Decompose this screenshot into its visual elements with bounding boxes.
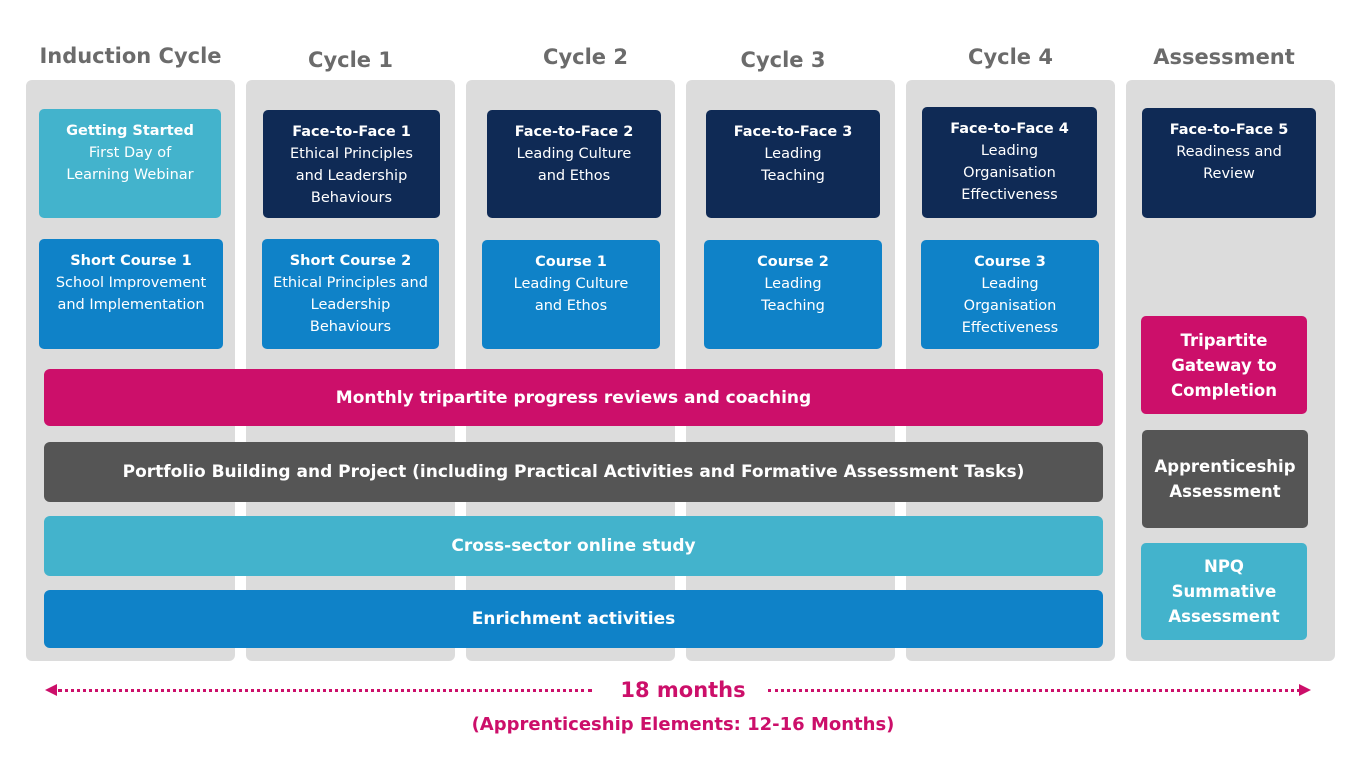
getting-started-line-2: Learning Webinar	[66, 167, 194, 183]
face-to-face-3-line-2: Teaching	[761, 168, 825, 184]
face-to-face-1-box: Face-to-Face 1 Ethical Principles and Le…	[263, 110, 440, 218]
tripartite-line-1: Tripartite	[1180, 330, 1268, 350]
column-heading-cycle-1: Cycle 1	[308, 48, 393, 72]
getting-started-box: Getting Started First Day of Learning We…	[39, 109, 221, 218]
column-heading-cycle-4: Cycle 4	[968, 45, 1053, 69]
timeline-right-dotted-line	[768, 689, 1300, 692]
course-3-title: Course 3	[974, 254, 1046, 270]
face-to-face-4-line-1: Leading	[980, 143, 1039, 159]
duration-label: 18 months	[620, 678, 746, 702]
short-course-2-line-1: Ethical Principles and	[273, 275, 428, 291]
face-to-face-1-line-1: Ethical Principles	[290, 146, 413, 162]
course-3-line-3: Effectiveness	[961, 320, 1059, 336]
face-to-face-5-line-1: Readiness and	[1176, 144, 1282, 160]
face-to-face-4-title: Face-to-Face 4	[950, 121, 1069, 137]
face-to-face-4-box: Face-to-Face 4 Leading Organisation Effe…	[922, 107, 1097, 218]
monthly-reviews-bar: Monthly tripartite progress reviews and …	[44, 369, 1103, 426]
face-to-face-4-line-2: Organisation	[963, 165, 1056, 181]
tripartite-line-2: Gateway to	[1171, 355, 1277, 375]
right-arrow-icon	[1299, 684, 1311, 696]
course-2-line-1: Leading	[764, 276, 822, 292]
face-to-face-5-box: Face-to-Face 5 Readiness and Review	[1142, 108, 1316, 218]
short-course-2-line-3: Behaviours	[309, 319, 392, 335]
face-to-face-2-title: Face-to-Face 2	[514, 124, 634, 140]
short-course-1-line-2: and Implementation	[57, 297, 205, 313]
tripartite-gateway-box: Tripartite Gateway to Completion	[1141, 316, 1307, 414]
face-to-face-1-line-3: Behaviours	[310, 190, 393, 206]
npq-line-3: Assessment	[1168, 607, 1280, 626]
portfolio-bar: Portfolio Building and Project (includin…	[44, 442, 1103, 502]
short-course-2-line-2: Leadership	[310, 297, 391, 313]
face-to-face-2-line-2: and Ethos	[537, 168, 611, 184]
course-1-line-1: Leading Culture	[513, 276, 629, 292]
npq-summative-box: NPQ Summative Assessment	[1141, 543, 1307, 640]
course-2-line-2: Teaching	[761, 298, 825, 314]
npq-line-1: NPQ	[1204, 557, 1244, 576]
face-to-face-3-box: Face-to-Face 3 Leading Teaching	[706, 110, 880, 218]
face-to-face-5-line-2: Review	[1203, 166, 1255, 182]
short-course-2-box: Short Course 2 Ethical Principles and Le…	[262, 239, 439, 349]
short-course-2-title: Short Course 2	[289, 253, 412, 269]
course-2-box: Course 2 Leading Teaching	[704, 240, 882, 349]
column-heading-cycle-2: Cycle 2	[543, 45, 628, 69]
getting-started-line-1: First Day of	[88, 145, 172, 161]
column-heading-cycle-3: Cycle 3	[740, 48, 826, 72]
face-to-face-2-box: Face-to-Face 2 Leading Culture and Ethos	[487, 110, 661, 218]
face-to-face-1-line-2: and Leadership	[295, 168, 408, 184]
face-to-face-2-line-1: Leading Culture	[516, 146, 632, 162]
apprenticeship-line-2: Assessment	[1169, 482, 1281, 501]
tripartite-line-3: Completion	[1171, 380, 1277, 400]
course-3-line-1: Leading	[981, 276, 1039, 292]
short-course-1-title: Short Course 1	[70, 253, 192, 269]
course-1-title: Course 1	[535, 254, 607, 270]
course-3-line-2: Organisation	[963, 298, 1057, 314]
course-1-box: Course 1 Leading Culture and Ethos	[482, 240, 660, 349]
enrichment-bar: Enrichment activities	[44, 590, 1103, 648]
face-to-face-3-title: Face-to-Face 3	[733, 124, 853, 140]
timeline-left-dotted-line	[58, 689, 592, 692]
face-to-face-4-line-3: Effectiveness	[961, 187, 1058, 203]
face-to-face-3-line-1: Leading	[764, 146, 822, 162]
npq-line-2: Summative	[1171, 582, 1277, 601]
apprenticeship-assessment-box: Apprenticeship Assessment	[1142, 430, 1308, 528]
cross-sector-bar: Cross-sector online study	[44, 516, 1103, 576]
course-3-box: Course 3 Leading Organisation Effectiven…	[921, 240, 1099, 349]
getting-started-title: Getting Started	[66, 123, 194, 139]
left-arrow-icon	[45, 684, 57, 696]
course-2-title: Course 2	[757, 254, 829, 270]
course-1-line-2: and Ethos	[534, 298, 608, 314]
face-to-face-5-title: Face-to-Face 5	[1169, 122, 1289, 138]
short-course-1-line-1: School Improvement	[55, 275, 207, 291]
column-heading-assessment: Assessment	[1153, 45, 1295, 69]
column-heading-induction: Induction Cycle	[39, 44, 222, 68]
apprenticeship-line-1: Apprenticeship	[1154, 457, 1296, 476]
face-to-face-1-title: Face-to-Face 1	[292, 124, 411, 140]
short-course-1-box: Short Course 1 School Improvement and Im…	[39, 239, 223, 349]
apprenticeship-elements-note: (Apprenticeship Elements: 12-16 Months)	[471, 714, 895, 735]
